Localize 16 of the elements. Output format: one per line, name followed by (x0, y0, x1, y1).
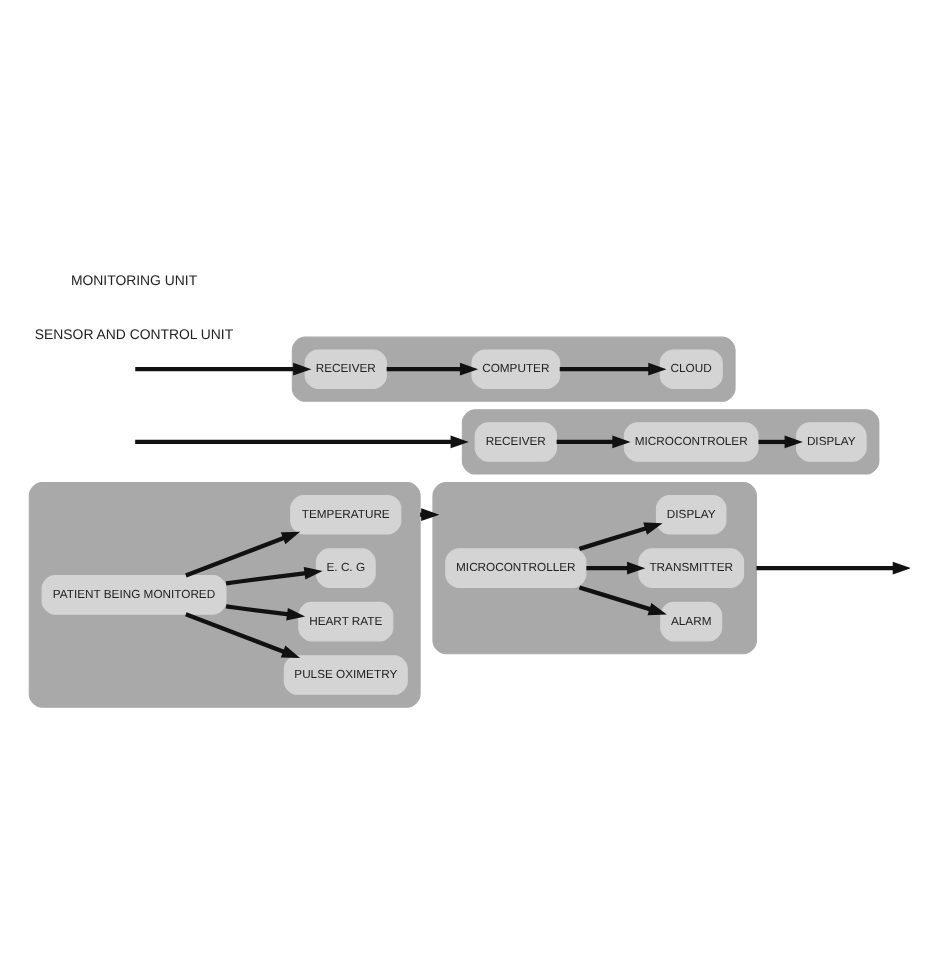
arrow (758, 435, 803, 449)
arrow (225, 604, 306, 621)
arrow (578, 522, 663, 551)
arrow (559, 362, 667, 376)
arrow (586, 561, 646, 575)
arrow (756, 561, 910, 575)
arrow (578, 585, 667, 616)
cluster (461, 409, 880, 475)
arrow (556, 435, 631, 449)
arrow (185, 531, 301, 578)
arrow (135, 435, 469, 449)
arrow (185, 612, 301, 659)
cluster (432, 482, 757, 655)
arrow (386, 362, 479, 376)
arrow (135, 362, 312, 376)
arrow (225, 566, 323, 586)
